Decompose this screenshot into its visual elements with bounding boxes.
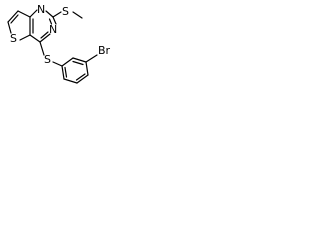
atom-s-methylthio: S: [62, 5, 69, 18]
atom-s-thiophene: S: [10, 32, 17, 45]
chemical-structure: S N N S S Br: [7, 3, 111, 84]
atom-n-upper: N: [37, 3, 45, 16]
atom-s-bridge: S: [44, 53, 51, 66]
bond-lines: [7, 9, 98, 84]
atom-n-lower: N: [49, 23, 57, 36]
atom-labels: S N N S S Br: [10, 3, 111, 66]
atom-bromine: Br: [98, 44, 111, 57]
